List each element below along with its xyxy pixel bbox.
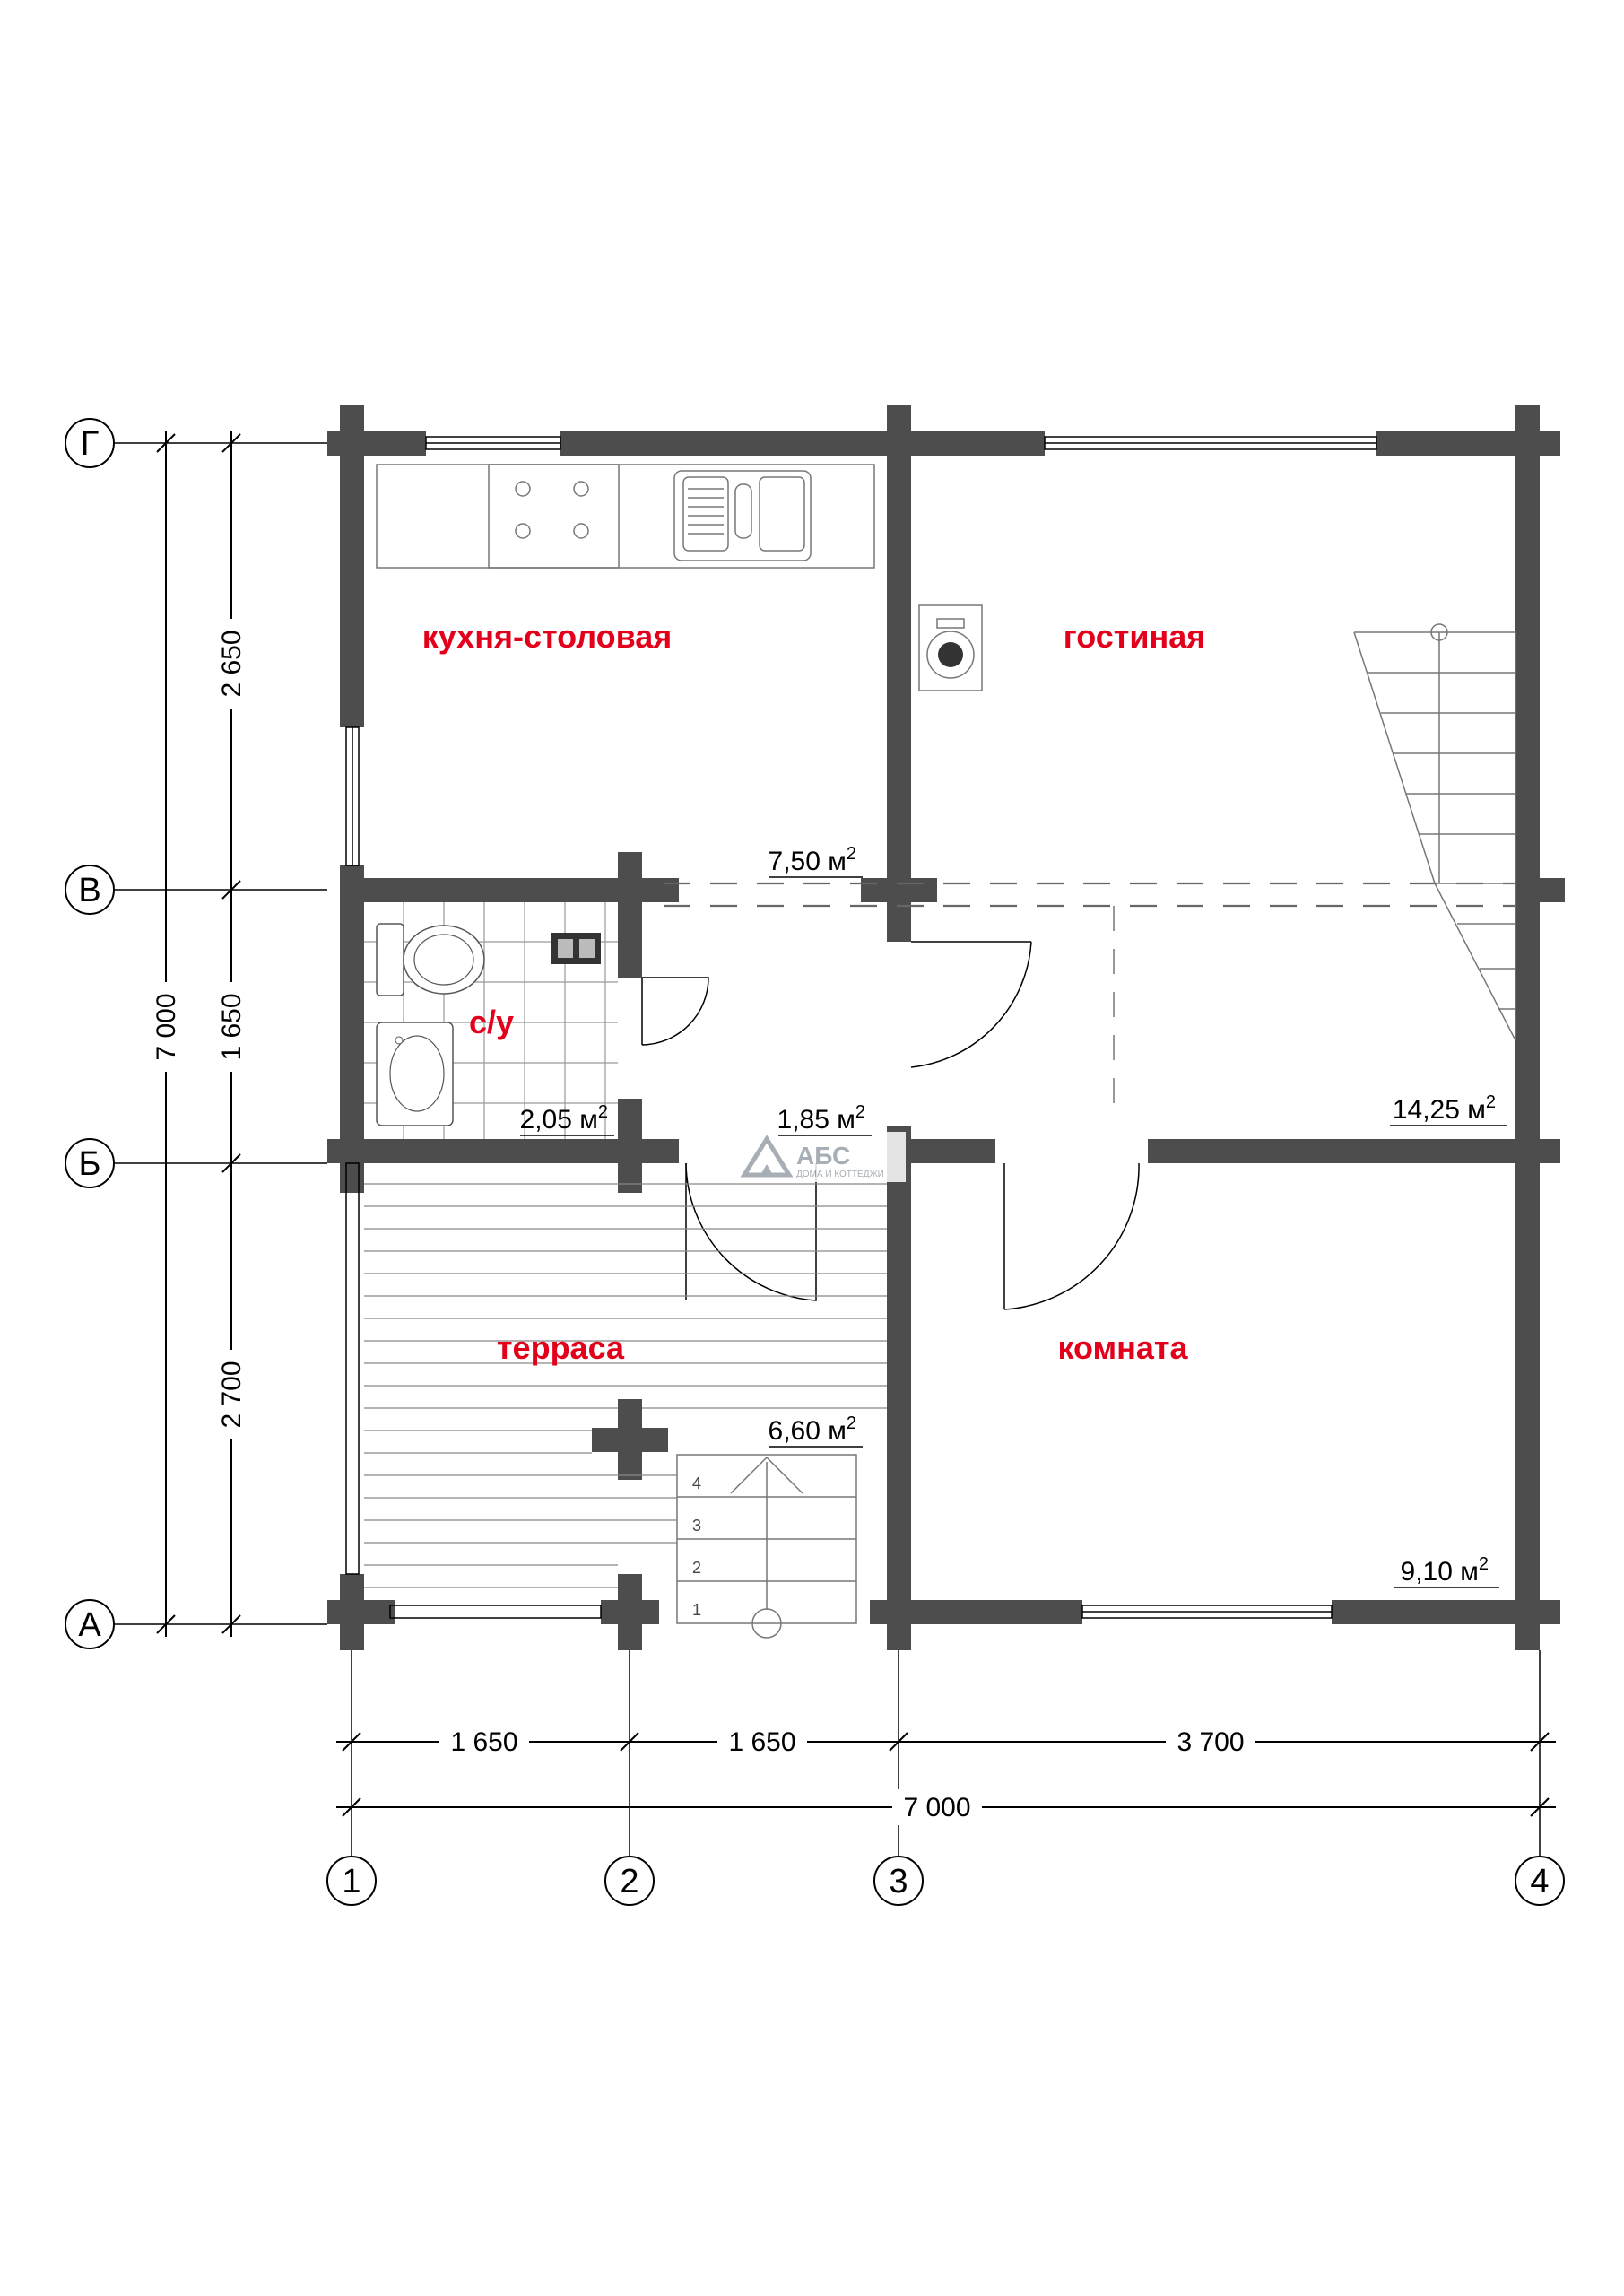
room-label-room: комната xyxy=(1057,1329,1188,1366)
stove-icon xyxy=(515,481,589,539)
dim-horizontal-total: 7 000 xyxy=(903,1793,970,1822)
area-room: 9,10 м2 xyxy=(1401,1554,1489,1587)
dim-horizontal-2: 1 650 xyxy=(728,1727,795,1757)
axis-row-label: Г xyxy=(81,425,100,463)
axis-col-label: 1 xyxy=(342,1863,360,1900)
living-stairs xyxy=(1353,623,1516,1041)
bathroom-fixtures xyxy=(364,902,618,1139)
row-axis-bubbles: Г В Б А xyxy=(65,418,115,1649)
washbasin-icon xyxy=(376,1022,454,1126)
axis-col-label: 2 xyxy=(620,1863,638,1900)
column-axis-bubbles: 1 2 3 4 xyxy=(326,1856,1565,1906)
walls xyxy=(327,405,1565,1650)
kitchen-counter xyxy=(376,464,875,569)
area-bathroom: 2,05 м2 xyxy=(520,1102,608,1135)
room-labels: кухня-столовая гостиная с/у терраса комн… xyxy=(422,618,1206,1366)
terrace-decking xyxy=(364,1183,887,1588)
dim-vertical-1: 2 650 xyxy=(217,630,247,697)
axis-col-label: 3 xyxy=(889,1863,908,1900)
dim-horizontal-3: 3 700 xyxy=(1177,1727,1244,1757)
dim-vertical-total: 7 000 xyxy=(152,993,181,1060)
room-label-living: гостиная xyxy=(1064,618,1206,655)
step-number: 1 xyxy=(692,1601,701,1619)
area-living: 14,25 м2 xyxy=(1393,1092,1496,1125)
area-labels: 7,50 м2 1,85 м2 2,05 м2 14,25 м2 6,60 м2… xyxy=(520,844,1507,1588)
vertical-dimensions: 2 650 1 650 2 700 7 000 xyxy=(108,430,327,1637)
logo-tagline: ДОМА И КОТТЕДЖИ xyxy=(796,1170,884,1179)
axis-col-label: 4 xyxy=(1530,1863,1549,1900)
windows xyxy=(345,436,1377,1619)
step-number: 4 xyxy=(692,1474,701,1492)
room-label-bathroom: с/у xyxy=(469,1004,514,1040)
toilet-icon xyxy=(376,923,485,996)
boiler-icon xyxy=(918,604,983,691)
step-number: 3 xyxy=(692,1517,701,1535)
dim-vertical-2: 1 650 xyxy=(217,993,247,1060)
dashed-lines xyxy=(664,882,1515,1112)
doors xyxy=(641,941,1140,1310)
step-number: 2 xyxy=(692,1559,701,1577)
area-terrace: 6,60 м2 xyxy=(769,1413,856,1446)
logo-text: АБС xyxy=(796,1142,850,1170)
room-label-kitchen: кухня-столовая xyxy=(422,618,673,655)
radiator-icon xyxy=(551,933,601,964)
axis-row-label: В xyxy=(78,872,100,909)
horizontal-dimensions: 1 650 1 650 3 700 7 000 xyxy=(336,1650,1556,1857)
axis-row-label: А xyxy=(78,1606,101,1644)
room-label-terrace: терраса xyxy=(497,1329,625,1366)
sink-icon xyxy=(673,470,812,561)
dim-vertical-3: 2 700 xyxy=(217,1361,247,1428)
axis-row-label: Б xyxy=(79,1145,101,1183)
terrace-stairs: 4 3 2 1 xyxy=(676,1454,857,1639)
dim-horizontal-1: 1 650 xyxy=(450,1727,517,1757)
brand-logo: АБС ДОМА И КОТТЕДЖИ xyxy=(735,1132,906,1182)
area-kitchen: 7,50 м2 xyxy=(769,844,856,876)
area-hall: 1,85 м2 xyxy=(777,1102,865,1135)
